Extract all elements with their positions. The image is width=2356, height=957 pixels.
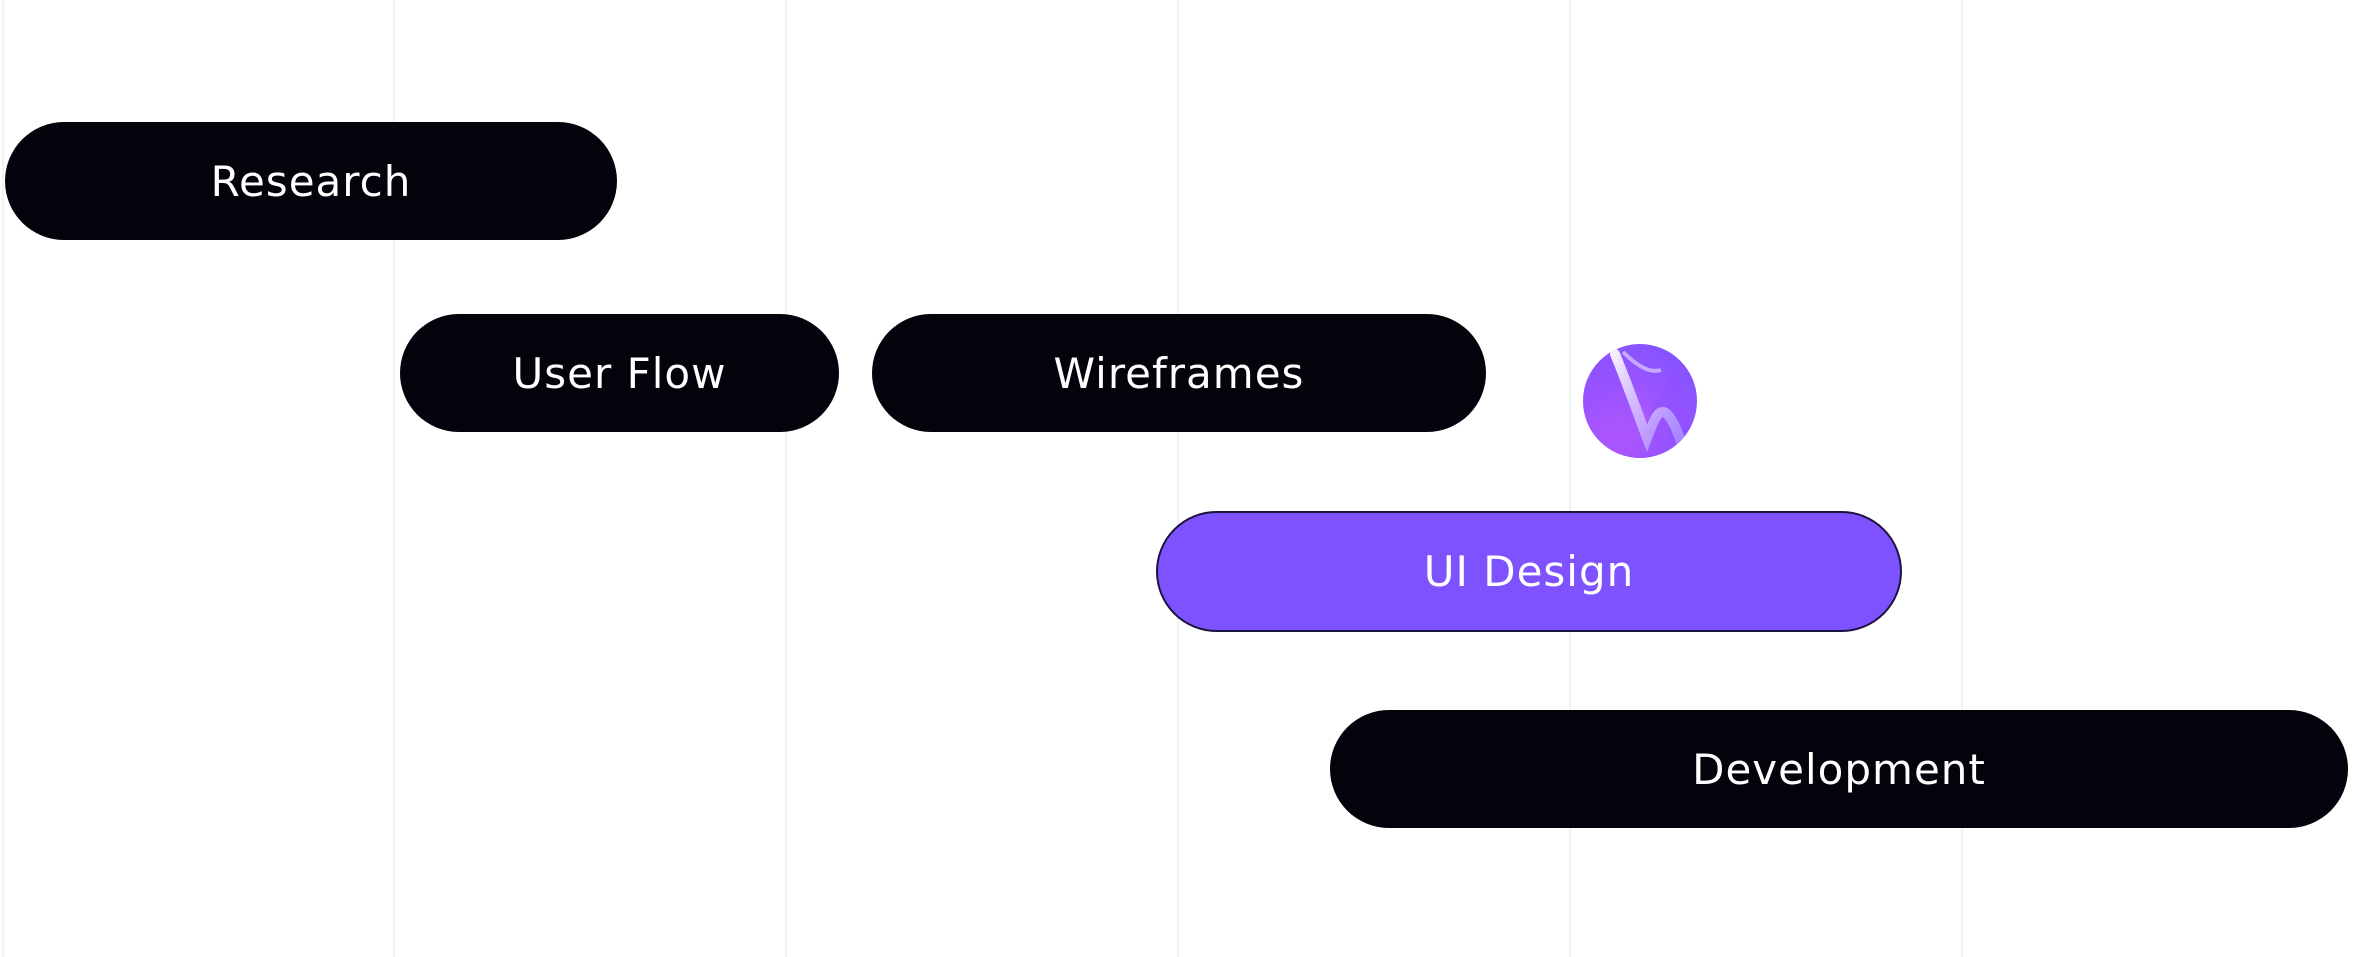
task-bar-ui-design[interactable]: UI Design	[1156, 511, 1902, 632]
avatar-graphic	[1583, 344, 1697, 458]
task-label: Development	[1692, 744, 1986, 794]
task-bar-research[interactable]: Research	[5, 122, 617, 240]
task-label: UI Design	[1423, 547, 1635, 596]
grid-line	[1569, 0, 1571, 957]
task-bar-development[interactable]: Development	[1330, 710, 2348, 828]
grid-line	[393, 0, 395, 957]
task-label: Research	[210, 156, 412, 206]
grid-line	[1961, 0, 1963, 957]
grid-line	[785, 0, 787, 957]
task-label: Wireframes	[1053, 348, 1305, 398]
task-label: User Flow	[512, 348, 727, 398]
grid-line	[1177, 0, 1179, 957]
grid-line	[2, 0, 4, 957]
task-bar-wireframes[interactable]: Wireframes	[872, 314, 1486, 432]
task-bar-user-flow[interactable]: User Flow	[400, 314, 839, 432]
gradient-logo-avatar-icon[interactable]	[1583, 344, 1697, 458]
